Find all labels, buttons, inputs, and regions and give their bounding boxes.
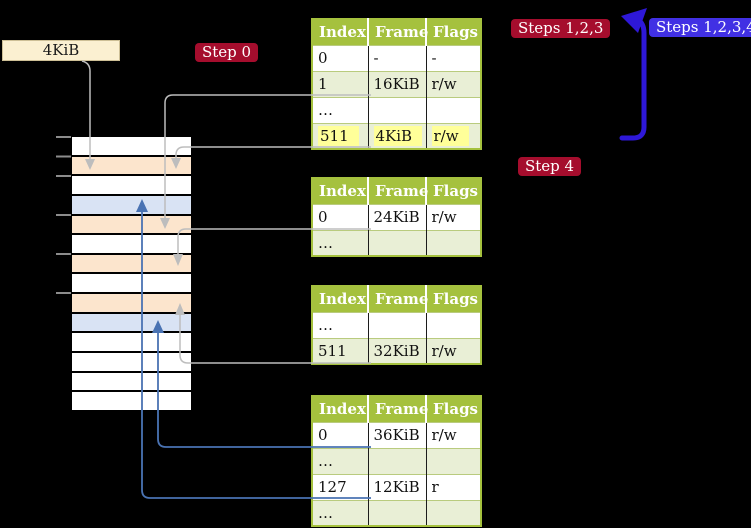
memory-frame-page-table [72, 156, 191, 175]
cell-index: 511 [312, 122, 368, 149]
column-header-index: Index [312, 286, 368, 312]
cell-index: … [312, 229, 368, 256]
cell-flags: - [425, 44, 481, 71]
cell-flags: r/w [425, 122, 481, 149]
cr3-address-label: 4KiB [42, 41, 80, 59]
cell-frame: - [367, 44, 426, 71]
memory-frame-page-table [72, 294, 191, 312]
column-header-index: Index [312, 396, 368, 422]
cell-index: 0 [312, 44, 368, 71]
table-row: … [312, 447, 481, 474]
memory-frame-free [72, 392, 191, 410]
badge-steps-1234: Steps 1,2,3,4 [649, 18, 751, 37]
highlighted-value: r/w [431, 125, 469, 146]
memory-frame-mapped [72, 313, 191, 332]
memory-frame-free [72, 274, 191, 293]
column-header-flags: Flags [425, 286, 481, 312]
cell-flags: r/w [425, 421, 481, 448]
highlighted-value: 511 [318, 125, 359, 146]
memory-frame-free [72, 353, 191, 371]
cell-index: 0 [312, 421, 368, 448]
memory-frame-page-table [72, 215, 191, 234]
cell-frame [367, 311, 426, 338]
column-header-frame: Frame [367, 396, 428, 422]
cell-flags: r/w [425, 337, 481, 364]
memory-frame-page-table [72, 254, 191, 273]
cell-index: … [312, 311, 368, 338]
cell-index: … [312, 499, 368, 526]
memory-frame-free [72, 333, 191, 352]
memory-frame-free [72, 176, 191, 194]
recursive-loop-arrow [619, 8, 647, 141]
table-row: … [312, 96, 481, 123]
cell-frame: 12KiB [367, 473, 426, 500]
column-header-frame: Frame [367, 286, 428, 312]
column-header-frame: Frame [367, 178, 428, 204]
column-header-index: Index [312, 19, 368, 45]
cell-index: 0 [312, 203, 368, 230]
table-row: … [312, 499, 481, 526]
column-header-index: Index [312, 178, 368, 204]
badge-steps-123: Steps 1,2,3 [511, 19, 611, 38]
cell-frame: 4KiB [367, 122, 426, 149]
column-header-flags: Flags [425, 178, 481, 204]
highlighted-value: 4KiB [373, 125, 423, 146]
cell-index: 1 [312, 70, 368, 97]
cell-flags: r/w [425, 70, 481, 97]
cell-frame: 32KiB [367, 337, 426, 364]
memory-frame-free [72, 137, 191, 155]
cell-frame [367, 499, 426, 526]
table-row: 0-- [312, 44, 481, 71]
cell-index: 511 [312, 337, 368, 364]
column-header-frame: Frame [367, 19, 428, 45]
cell-index: … [312, 447, 368, 474]
cell-flags: r/w [425, 203, 481, 230]
table-row: … [312, 311, 481, 338]
badge-step-0: Step 0 [195, 43, 259, 62]
cell-index: … [312, 96, 368, 123]
cell-flags [425, 311, 481, 338]
cell-flags [425, 229, 481, 256]
cell-flags [425, 447, 481, 474]
cell-frame [367, 96, 426, 123]
cell-flags [425, 499, 481, 526]
cell-frame: 16KiB [367, 70, 426, 97]
cell-frame: 24KiB [367, 203, 426, 230]
cell-frame [367, 447, 426, 474]
cell-index: 127 [312, 473, 368, 500]
column-header-flags: Flags [425, 19, 481, 45]
cell-flags [425, 96, 481, 123]
table-row: … [312, 229, 481, 256]
cell-frame: 36KiB [367, 421, 426, 448]
memory-address-ticks [56, 136, 71, 294]
memory-frame-mapped [72, 195, 191, 214]
cr3-address-box: 4KiB [2, 40, 120, 61]
cell-frame [367, 229, 426, 256]
cell-flags: r [425, 473, 481, 500]
memory-frame-free [72, 235, 191, 253]
badge-step-4: Step 4 [518, 157, 582, 176]
table-row: 511 4KiB r/w [312, 122, 481, 149]
physical-memory-column [72, 137, 191, 410]
memory-frame-free [72, 372, 191, 391]
column-header-flags: Flags [425, 396, 481, 422]
